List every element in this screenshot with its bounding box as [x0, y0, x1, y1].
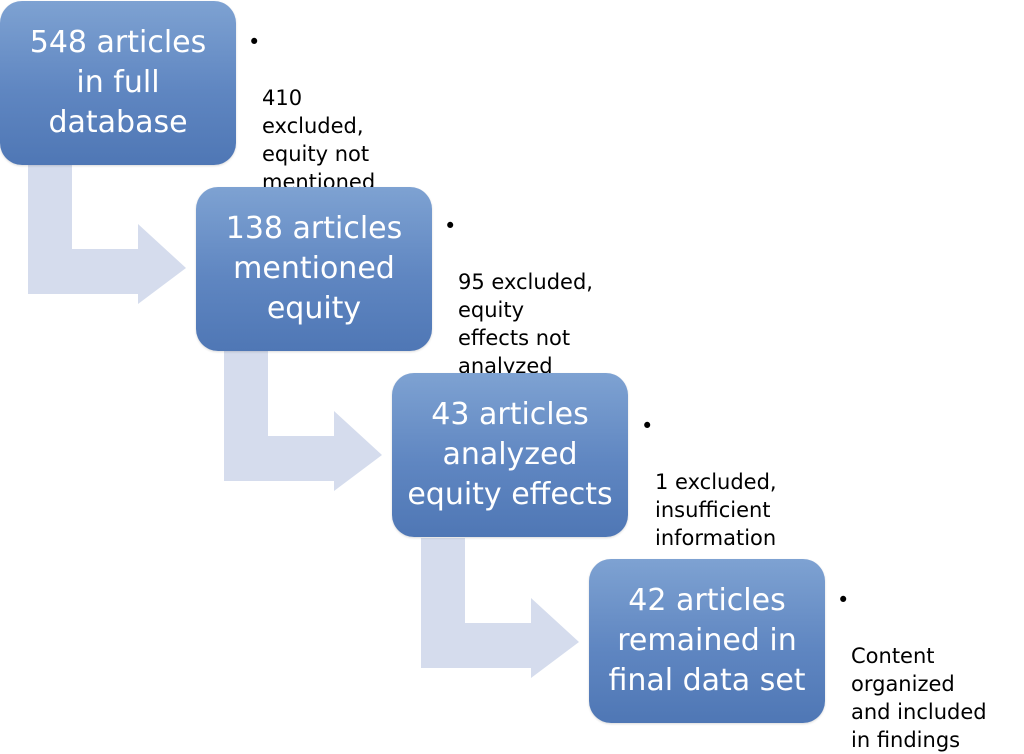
bullet-icon: • [837, 588, 850, 612]
connector-arrow-1 [28, 165, 186, 304]
step-note-text-4: Content organized and included in findin… [851, 644, 987, 752]
bullet-icon: • [641, 414, 654, 438]
bullet-icon: • [444, 214, 457, 238]
step-box-2: 138 articles mentioned equity [196, 187, 432, 351]
bullet-icon: • [248, 30, 261, 54]
connector-arrows [28, 165, 579, 678]
step-label-2: 138 articles mentioned equity [225, 211, 403, 326]
step-note-text-2: 95 excluded, equity effects not analyzed [458, 270, 593, 378]
step-note-2: • 95 excluded, equity effects not analyz… [444, 212, 634, 380]
step-note-3: • 1 excluded, insufficient information [641, 412, 821, 552]
step-note-4: • Content organized and included in find… [837, 586, 1017, 754]
step-label-4: 42 articles remained in final data set [608, 583, 806, 698]
step-label-3: 43 articles analyzed equity effects [407, 397, 613, 512]
step-box-3: 43 articles analyzed equity effects [392, 373, 628, 537]
step-note-text-1: 410 excluded, equity not mentioned [262, 86, 376, 194]
connector-arrow-2 [224, 351, 382, 491]
step-box-1: 548 articles in full database [0, 1, 236, 165]
connector-arrow-3 [421, 538, 579, 678]
step-label-1: 548 articles in full database [29, 25, 207, 140]
step-note-text-3: 1 excluded, insufficient information [655, 470, 777, 550]
step-box-4: 42 articles remained in final data set [589, 559, 825, 723]
step-note-1: • 410 excluded, equity not mentioned [248, 28, 428, 196]
